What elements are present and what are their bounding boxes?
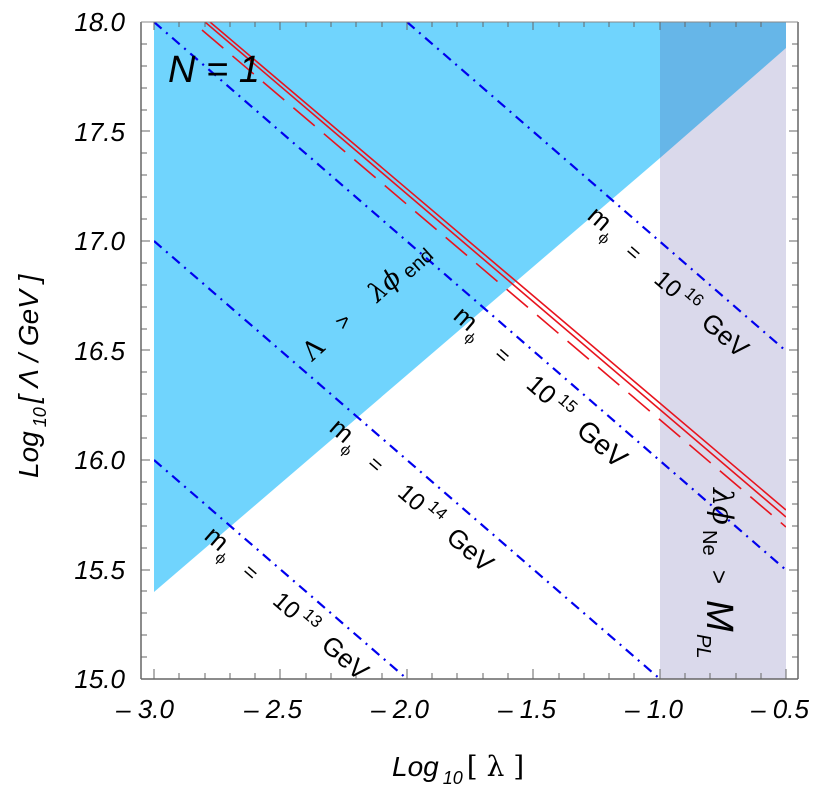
svg-text:=: = <box>490 341 516 368</box>
line-m15 <box>154 22 786 571</box>
region-lambda-gt-lamphi-end <box>154 22 660 592</box>
mass-lines <box>154 22 786 679</box>
y-tick-labels: 18.0 17.5 17.0 16.5 16.0 15.5 15.0 <box>74 7 125 694</box>
svg-text:Ne: Ne <box>698 530 720 556</box>
plot-area <box>154 22 786 679</box>
line-m13 <box>154 459 408 679</box>
y-tick-16-0: 16.0 <box>74 445 125 475</box>
label-clip-mask <box>300 680 420 688</box>
n-equals-1-label: N = 1 <box>168 49 260 91</box>
y-axis-title: Log10[ Λ / GeV ] <box>13 273 50 478</box>
svg-text:15: 15 <box>554 390 581 417</box>
n1-solid-b <box>204 22 786 518</box>
region-overlap <box>660 22 786 158</box>
y-tick-15-0: 15.0 <box>74 664 125 694</box>
n1-lines <box>201 22 786 528</box>
x-tick-minus-2-0: – 2.0 <box>370 694 429 724</box>
x-tick-labels: – 3.0 – 2.5 – 2.0 – 1.5 – 1.0 – 0.5 <box>115 694 809 724</box>
svg-text:=: = <box>363 451 389 478</box>
x-tick-minus-1-0: – 1.0 <box>624 694 683 724</box>
y-tick-18-0: 18.0 <box>74 7 125 37</box>
y-ticks <box>141 43 798 658</box>
x-tick-minus-1-5: – 1.5 <box>497 694 556 724</box>
line-m14 <box>154 240 661 679</box>
n1-solid-a <box>209 22 786 511</box>
svg-text:M: M <box>698 600 740 632</box>
svg-text:GeV: GeV <box>316 629 375 686</box>
label-m14: m ϕ = 10 14 GeV <box>324 412 500 579</box>
label-m15: m ϕ = 10 15 GeV <box>448 300 634 474</box>
label-m13: m ϕ = 10 13 GeV <box>199 520 375 687</box>
n1-dashed <box>201 29 786 528</box>
svg-text:GeV: GeV <box>571 414 634 474</box>
svg-text:14: 14 <box>424 497 451 524</box>
svg-text:=: = <box>238 559 264 586</box>
svg-text:=: = <box>621 239 647 266</box>
y-tick-17-5: 17.5 <box>74 117 125 147</box>
x-tick-minus-0-5: – 0.5 <box>750 694 809 724</box>
x-tick-minus-2-5: – 2.5 <box>243 694 302 724</box>
svg-text:13: 13 <box>299 605 326 632</box>
svg-text:>: > <box>705 570 732 584</box>
y-tick-16-5: 16.5 <box>74 336 125 366</box>
x-tick-minus-3-0: – 3.0 <box>115 694 174 724</box>
svg-text:GeV: GeV <box>441 521 500 578</box>
y-tick-17-0: 17.0 <box>74 226 125 256</box>
y-tick-15-5: 15.5 <box>74 555 125 585</box>
region-label-mpl: λϕ Ne > M PL <box>692 487 740 658</box>
svg-text:λϕ: λϕ <box>706 487 739 525</box>
x-ticks <box>153 22 787 679</box>
svg-text:PL: PL <box>692 634 714 658</box>
